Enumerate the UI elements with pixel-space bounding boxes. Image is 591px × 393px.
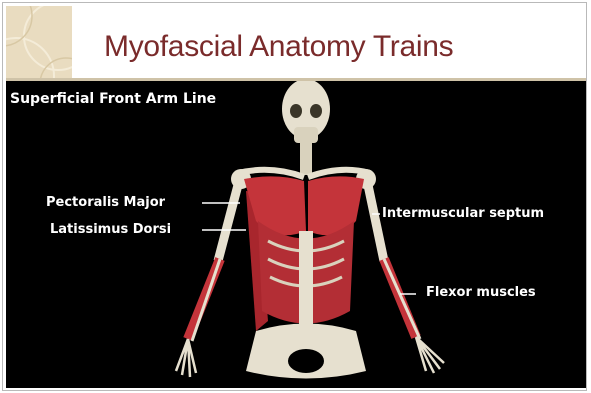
- label-latissimus-dorsi: Latissimus Dorsi: [50, 222, 171, 237]
- label-intermuscular-septum: Intermuscular septum: [382, 206, 544, 221]
- label-pectoralis-major: Pectoralis Major: [46, 195, 165, 210]
- label-flexor-muscles: Flexor muscles: [426, 285, 536, 300]
- section-label: Superficial Front Arm Line: [10, 91, 216, 107]
- slide-title: Myofascial Anatomy Trains: [104, 30, 453, 64]
- anatomy-image: Superficial Front Arm Line Pectoralis Ma…: [6, 81, 586, 388]
- decorative-swirl-graphic: [6, 6, 72, 78]
